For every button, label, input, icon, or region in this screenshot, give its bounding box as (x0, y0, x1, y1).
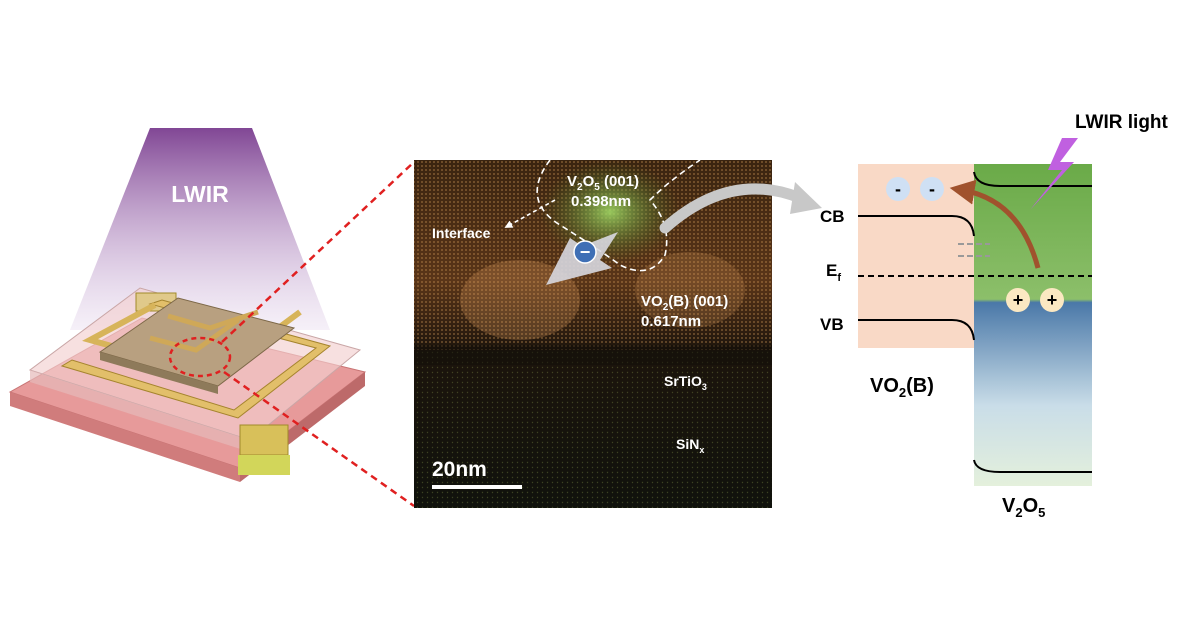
vo2b-material-label: VO2(B) (870, 375, 934, 400)
electron-symbol (886, 177, 910, 201)
zoom-line-top (221, 161, 415, 343)
hole-symbol (1006, 288, 1030, 312)
interface-arrow (504, 199, 556, 228)
electron-sign: − (580, 242, 591, 262)
scale-bar-label: 20nm (432, 458, 487, 481)
interface-label: Interface (432, 225, 491, 241)
tem-image: V2O5 (001) 0.398nm Interface − VO2(B) (0… (414, 159, 772, 508)
vb-line (858, 319, 975, 341)
sinx-label: SiNx (676, 436, 704, 455)
zoom-line-bottom (223, 370, 415, 508)
excitation-arrow (949, 179, 1041, 269)
vo2b-plane-label: VO2(B) (001) (641, 293, 728, 313)
band-diagram: CB Ef VB - - + + LWIR light VO2(B) V2O5 (820, 112, 1169, 520)
v2o5-spacing-label: 0.398nm (571, 193, 631, 210)
lwir-beam (70, 128, 330, 330)
vb-label: VB (820, 315, 844, 334)
v2o5-plane-label: V2O5 (001) (567, 173, 639, 193)
vo2b-spacing-label: 0.617nm (641, 313, 701, 330)
v2o5-grain-boundary (536, 159, 701, 272)
srtio3-label: SrTiO3 (664, 373, 707, 392)
v2o5-cb-line (973, 171, 1092, 187)
zoom-region-circle (168, 336, 232, 378)
curved-arrow-icon (659, 183, 806, 234)
device-illustration: LWIR (8, 128, 367, 482)
electron-symbol (920, 177, 944, 201)
cb-line (858, 215, 975, 237)
v2o5-region (974, 164, 1092, 486)
lwir-beam-label: LWIR (171, 181, 229, 207)
electron-symbol (573, 240, 597, 264)
electron-sign: - (895, 179, 901, 199)
electron-sign: - (929, 179, 935, 199)
hole-sign: + (1047, 290, 1058, 310)
scale-bar (432, 485, 522, 489)
hole-symbol (1040, 288, 1064, 312)
contact-pad (239, 424, 289, 456)
cb-label: CB (820, 207, 845, 226)
lwir-light-label: LWIR light (1075, 112, 1169, 133)
ef-label: Ef (826, 261, 841, 284)
absorber-plate (98, 297, 296, 387)
hole-sign: + (1013, 290, 1024, 310)
v2o5-material-label: V2O5 (1002, 495, 1045, 520)
v2o5-vb-line (973, 459, 1092, 473)
